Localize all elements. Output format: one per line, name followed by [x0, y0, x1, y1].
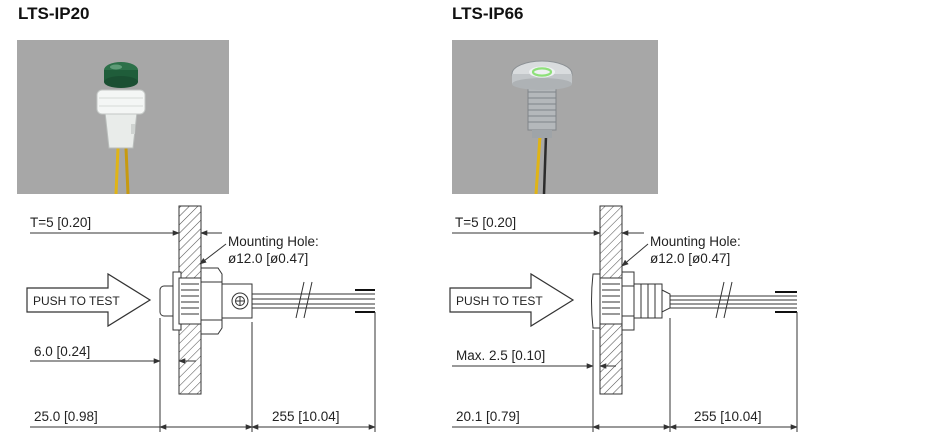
right-push-arrow — [449, 272, 575, 328]
left-push-arrow — [26, 272, 152, 328]
technical-drawings: T=5 [0.20] Mounting Hole: ø12.0 [ø0.47] … — [26, 205, 798, 432]
left-mounting-hole-value: ø12.0 [ø0.47] — [228, 251, 308, 266]
right-title: LTS-IP66 — [452, 4, 524, 23]
right-product-photo — [452, 40, 658, 194]
right-protrusion-label: Max. 2.5 [0.10] — [456, 348, 545, 363]
right-thickness-label: T=5 [0.20] — [455, 215, 516, 230]
right-lead-length-label: 255 [10.04] — [694, 409, 762, 424]
left-lead-length-label: 255 [10.04] — [272, 409, 340, 424]
left-thickness-label: T=5 [0.20] — [30, 215, 91, 230]
left-push-label: PUSH TO TEST — [33, 294, 120, 308]
right-push-label: PUSH TO TEST — [456, 294, 543, 308]
left-mounting-hole-label: Mounting Hole: — [228, 234, 319, 249]
ip66-indicator-image — [452, 40, 658, 194]
left-product-photo — [17, 40, 229, 194]
right-drawing: T=5 [0.20] Mounting Hole: ø12.0 [ø0.47] … — [449, 205, 798, 432]
right-mounting-hole-value: ø12.0 [ø0.47] — [650, 251, 730, 266]
left-protrusion-label: 6.0 [0.24] — [34, 344, 90, 359]
ip20-indicator-image — [17, 40, 229, 194]
right-mounting-hole-label: Mounting Hole: — [650, 234, 741, 249]
left-body-length-label: 25.0 [0.98] — [34, 409, 98, 424]
left-drawing: T=5 [0.20] Mounting Hole: ø12.0 [ø0.47] … — [26, 205, 376, 432]
left-title: LTS-IP20 — [18, 4, 90, 23]
right-body-length-label: 20.1 [0.79] — [456, 409, 520, 424]
